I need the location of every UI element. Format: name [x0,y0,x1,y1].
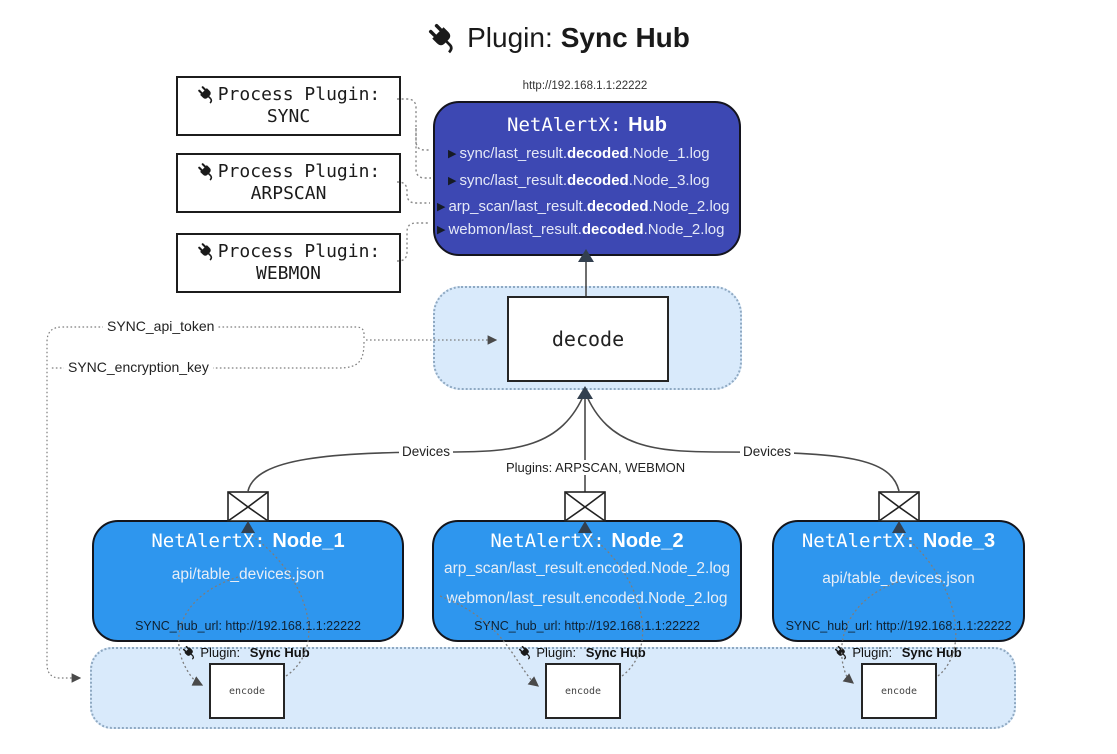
node-hub-url: SYNC_hub_url: http://192.168.1.1:22222 [474,619,700,633]
encoder-label: Plugin: Sync Hub [517,645,647,660]
node-title: NetAlertX:Node_3 [801,530,996,552]
page-title: Plugin: Sync Hub [0,16,1117,60]
arrow-bullet-icon: ▶ [437,201,446,213]
hub-title-name: Hub [628,114,667,136]
title-prefix: Plugin: [467,22,553,53]
node-title: NetAlertX:Node_2 [490,530,684,552]
encoder-label: Plugin: Sync Hub [181,645,311,660]
process-plugin-name: WEBMON [255,263,322,284]
envelope-icons [227,491,920,522]
title-name: Sync Hub [560,22,690,53]
node-hub-url: SYNC_hub_url: http://192.168.1.1:22222 [135,619,361,633]
node-2-box: NetAlertX:Node_2 arp_scan/last_result.en… [432,520,742,642]
node-file: arp_scan/last_result.encoded.Node_2.log [443,560,731,577]
devices-edge-label-left: Devices [399,444,454,459]
node-file: webmon/last_result.encoded.Node_2.log [446,590,728,607]
node-1-box: NetAlertX:Node_1 api/table_devices.json … [92,520,404,642]
envelope-icon [564,491,606,522]
encode-box: encode [861,663,937,719]
encoder-label: Plugin: Sync Hub [833,645,963,660]
encode-box: encode [209,663,285,719]
encode-box: encode [545,663,621,719]
envelope-icon [227,491,269,522]
process-plugin-sync: Process Plugin: SYNC [176,76,401,136]
process-plugin-label: Process Plugin: [217,160,381,182]
hub-log-line: ▶arp_scan/last_result.decoded.Node_2.log [437,198,730,215]
node-file: api/table_devices.json [171,566,325,583]
process-plugin-name: SYNC [266,106,311,127]
process-plugin-name: ARPSCAN [250,183,327,204]
plug-icon [834,645,850,660]
hub-log-line: ▶sync/last_result.decoded.Node_1.log [448,145,710,162]
node-file: api/table_devices.json [822,570,975,587]
node-hub-url: SYNC_hub_url: http://192.168.1.1:22222 [785,619,1012,633]
devices-edge-label-right: Devices [740,444,795,459]
node-3-box: NetAlertX:Node_3 api/table_devices.json … [772,520,1025,642]
plug-icon [182,645,198,660]
hub-log-line: ▶sync/last_result.decoded.Node_3.log [448,172,710,189]
plug-icon [196,162,216,182]
arrow-bullet-icon: ▶ [437,224,446,236]
process-plugin-label: Process Plugin: [217,240,381,262]
plug-icon [427,22,460,54]
process-plugin-webmon: Process Plugin: WEBMON [176,233,401,293]
process-plugin-label: Process Plugin: [217,83,381,105]
node-title: NetAlertX:Node_1 [151,530,345,552]
hub-log-line: ▶webmon/last_result.decoded.Node_2.log [437,221,725,238]
decode-box: decode [507,296,669,382]
plugin-to-hub-connectors [397,98,431,262]
plugins-edge-label: Plugins: ARPSCAN, WEBMON [503,460,689,475]
arrow-bullet-icon: ▶ [448,175,457,187]
arrow-bullet-icon: ▶ [448,148,457,160]
hub-title: NetAlertX: Hub [435,114,739,137]
plug-icon [196,85,216,105]
hub-box: NetAlertX: Hub ▶sync/last_result.decoded.… [433,101,741,256]
envelope-icon [878,491,920,522]
sync-encryption-key-label: SYNC_encryption_key [64,359,213,375]
process-plugin-arpscan: Process Plugin: ARPSCAN [176,153,401,213]
plug-icon [518,645,534,660]
sync-api-token-label: SYNC_api_token [103,318,219,334]
hub-title-prefix: NetAlertX: [507,114,622,136]
hub-url-label: http://192.168.1.1:22222 [522,80,648,92]
plug-icon [196,242,216,262]
